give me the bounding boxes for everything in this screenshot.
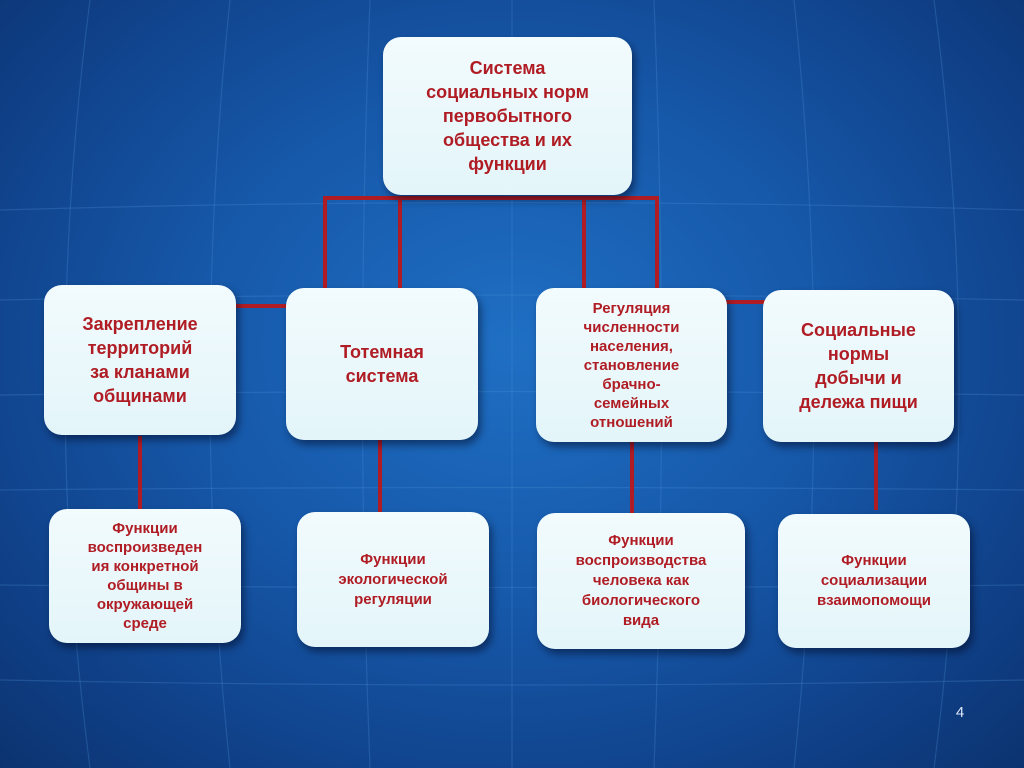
node-population: Регуляция численности населения, становл…	[536, 288, 727, 442]
root-node: Система социальных норм первобытного общ…	[383, 37, 632, 195]
node-social-norms: Социальные нормы добычи и дележа пищи	[763, 290, 954, 442]
function-ecological-label: Функции экологической регуляции	[338, 550, 448, 608]
function-reproduction-human: Функции воспроизводства человека как био…	[537, 513, 745, 649]
node-territory: Закрепление территорий за кланами община…	[44, 285, 236, 435]
function-socialization: Функции социализации взаимопомощи	[778, 514, 970, 648]
root-node-label: Система социальных норм первобытного общ…	[426, 58, 589, 174]
function-socialization-label: Функции социализации взаимопомощи	[816, 552, 932, 609]
node-population-label: Регуляция численности населения, становл…	[583, 299, 680, 431]
node-territory-label: Закрепление территорий за кланами община…	[82, 314, 198, 406]
function-reproduction-human-label: Функции воспроизводства человека как био…	[575, 532, 707, 629]
node-totem-label: Тотемная система	[340, 342, 424, 386]
function-reproduction-community-label: Функции воспроизведен ия конкретной общи…	[87, 520, 203, 632]
slide-number: 4	[955, 704, 965, 721]
function-reproduction-community: Функции воспроизведен ия конкретной общи…	[49, 509, 241, 643]
function-ecological: Функции экологической регуляции	[297, 512, 489, 647]
node-totem: Тотемная система	[286, 288, 478, 440]
node-social-norms-label: Социальные нормы добычи и дележа пищи	[799, 320, 918, 412]
